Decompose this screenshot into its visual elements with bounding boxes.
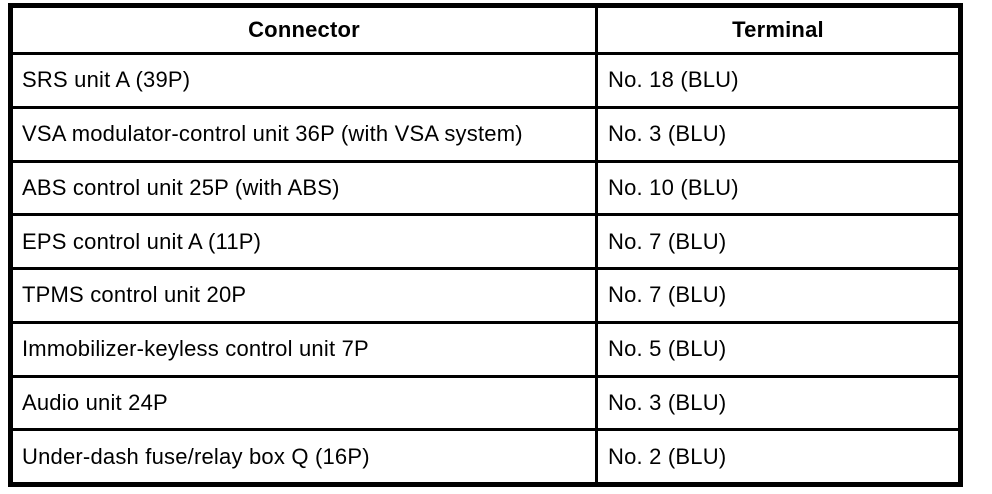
- connector-cell: Immobilizer-keyless control unit 7P: [22, 336, 369, 362]
- connector-cell: SRS unit A (39P): [22, 67, 191, 93]
- table-row: Audio unit 24P No. 3 (BLU): [13, 374, 958, 429]
- connector-cell: EPS control unit A (11P): [22, 228, 262, 254]
- terminal-cell: No. 2 (BLU): [595, 431, 958, 482]
- terminal-cell: No. 3 (BLU): [595, 108, 958, 160]
- connector-cell: Audio unit 24P: [22, 389, 168, 415]
- table-row: EPS control unit A (11P) No. 7 (BLU): [13, 213, 958, 267]
- table-row: TPMS control unit 20P No. 7 (BLU): [13, 267, 958, 321]
- table-row: ABS control unit 25P (with ABS) No. 10 (…: [13, 159, 958, 214]
- connector-cell: Under-dash fuse/relay box Q (16P): [22, 443, 370, 469]
- terminal-column-header: Terminal: [595, 8, 958, 52]
- table-row: VSA modulator-control unit 36P (with VSA…: [13, 105, 958, 160]
- connector-column-header: Connector: [248, 17, 360, 42]
- terminal-cell: No. 18 (BLU): [595, 55, 958, 106]
- terminal-cell: No. 5 (BLU): [595, 323, 958, 375]
- table-row: Under-dash fuse/relay box Q (16P) No. 2 …: [13, 428, 958, 482]
- connector-cell: VSA modulator-control unit 36P (with VSA…: [22, 121, 523, 147]
- table-row: SRS unit A (39P) No. 18 (BLU): [13, 52, 958, 106]
- connector-cell: ABS control unit 25P (with ABS): [22, 174, 340, 200]
- terminal-cell: No. 3 (BLU): [595, 377, 958, 429]
- terminal-cell: No. 7 (BLU): [595, 216, 958, 267]
- connector-cell: TPMS control unit 20P: [22, 282, 247, 308]
- table-row: Immobilizer-keyless control unit 7P No. …: [13, 320, 958, 375]
- table-header-row: Connector Terminal: [13, 8, 958, 52]
- terminal-cell: No. 7 (BLU): [595, 270, 958, 321]
- terminal-cell: No. 10 (BLU): [595, 162, 958, 214]
- connector-terminal-table: Connector Terminal SRS unit A (39P) No. …: [8, 3, 963, 487]
